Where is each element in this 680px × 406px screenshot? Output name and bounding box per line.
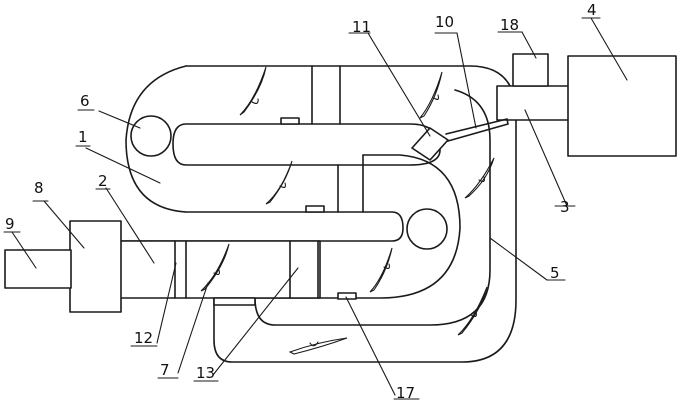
label-5: 5 (550, 264, 560, 282)
motor-block (69, 220, 122, 313)
label-7: 7 (160, 361, 170, 379)
circle-left (130, 115, 172, 157)
serpentine-channel-middle (119, 211, 404, 242)
label-2: 2 (98, 172, 108, 190)
blade-marks (200, 66, 495, 355)
shaft-bottom-step (213, 297, 256, 306)
control-box (567, 55, 677, 157)
circle-right (406, 208, 448, 250)
nozzle-tube (445, 118, 509, 142)
label-11: 11 (352, 18, 371, 36)
outlet-pipe (496, 85, 570, 121)
label-1: 1 (78, 128, 88, 146)
label-underlines (3, 17, 601, 400)
label-12: 12 (134, 329, 153, 347)
small-box (512, 53, 549, 87)
leader-lines (11, 17, 628, 396)
sensor-block-top (280, 117, 300, 125)
shaft-stub (4, 249, 72, 289)
label-9: 9 (5, 215, 15, 233)
label-8: 8 (34, 179, 44, 197)
label-13: 13 (196, 364, 215, 382)
serpentine-outer-bend (254, 154, 461, 299)
nozzle (411, 127, 449, 161)
label-18: 18 (500, 16, 519, 34)
label-6: 6 (80, 92, 90, 110)
sensor-block-middle (305, 205, 325, 213)
label-17: 17 (396, 384, 415, 402)
label-3: 3 (560, 198, 570, 216)
upper-housing-left (125, 65, 187, 213)
label-10: 10 (435, 13, 454, 31)
label-4: 4 (587, 1, 597, 19)
